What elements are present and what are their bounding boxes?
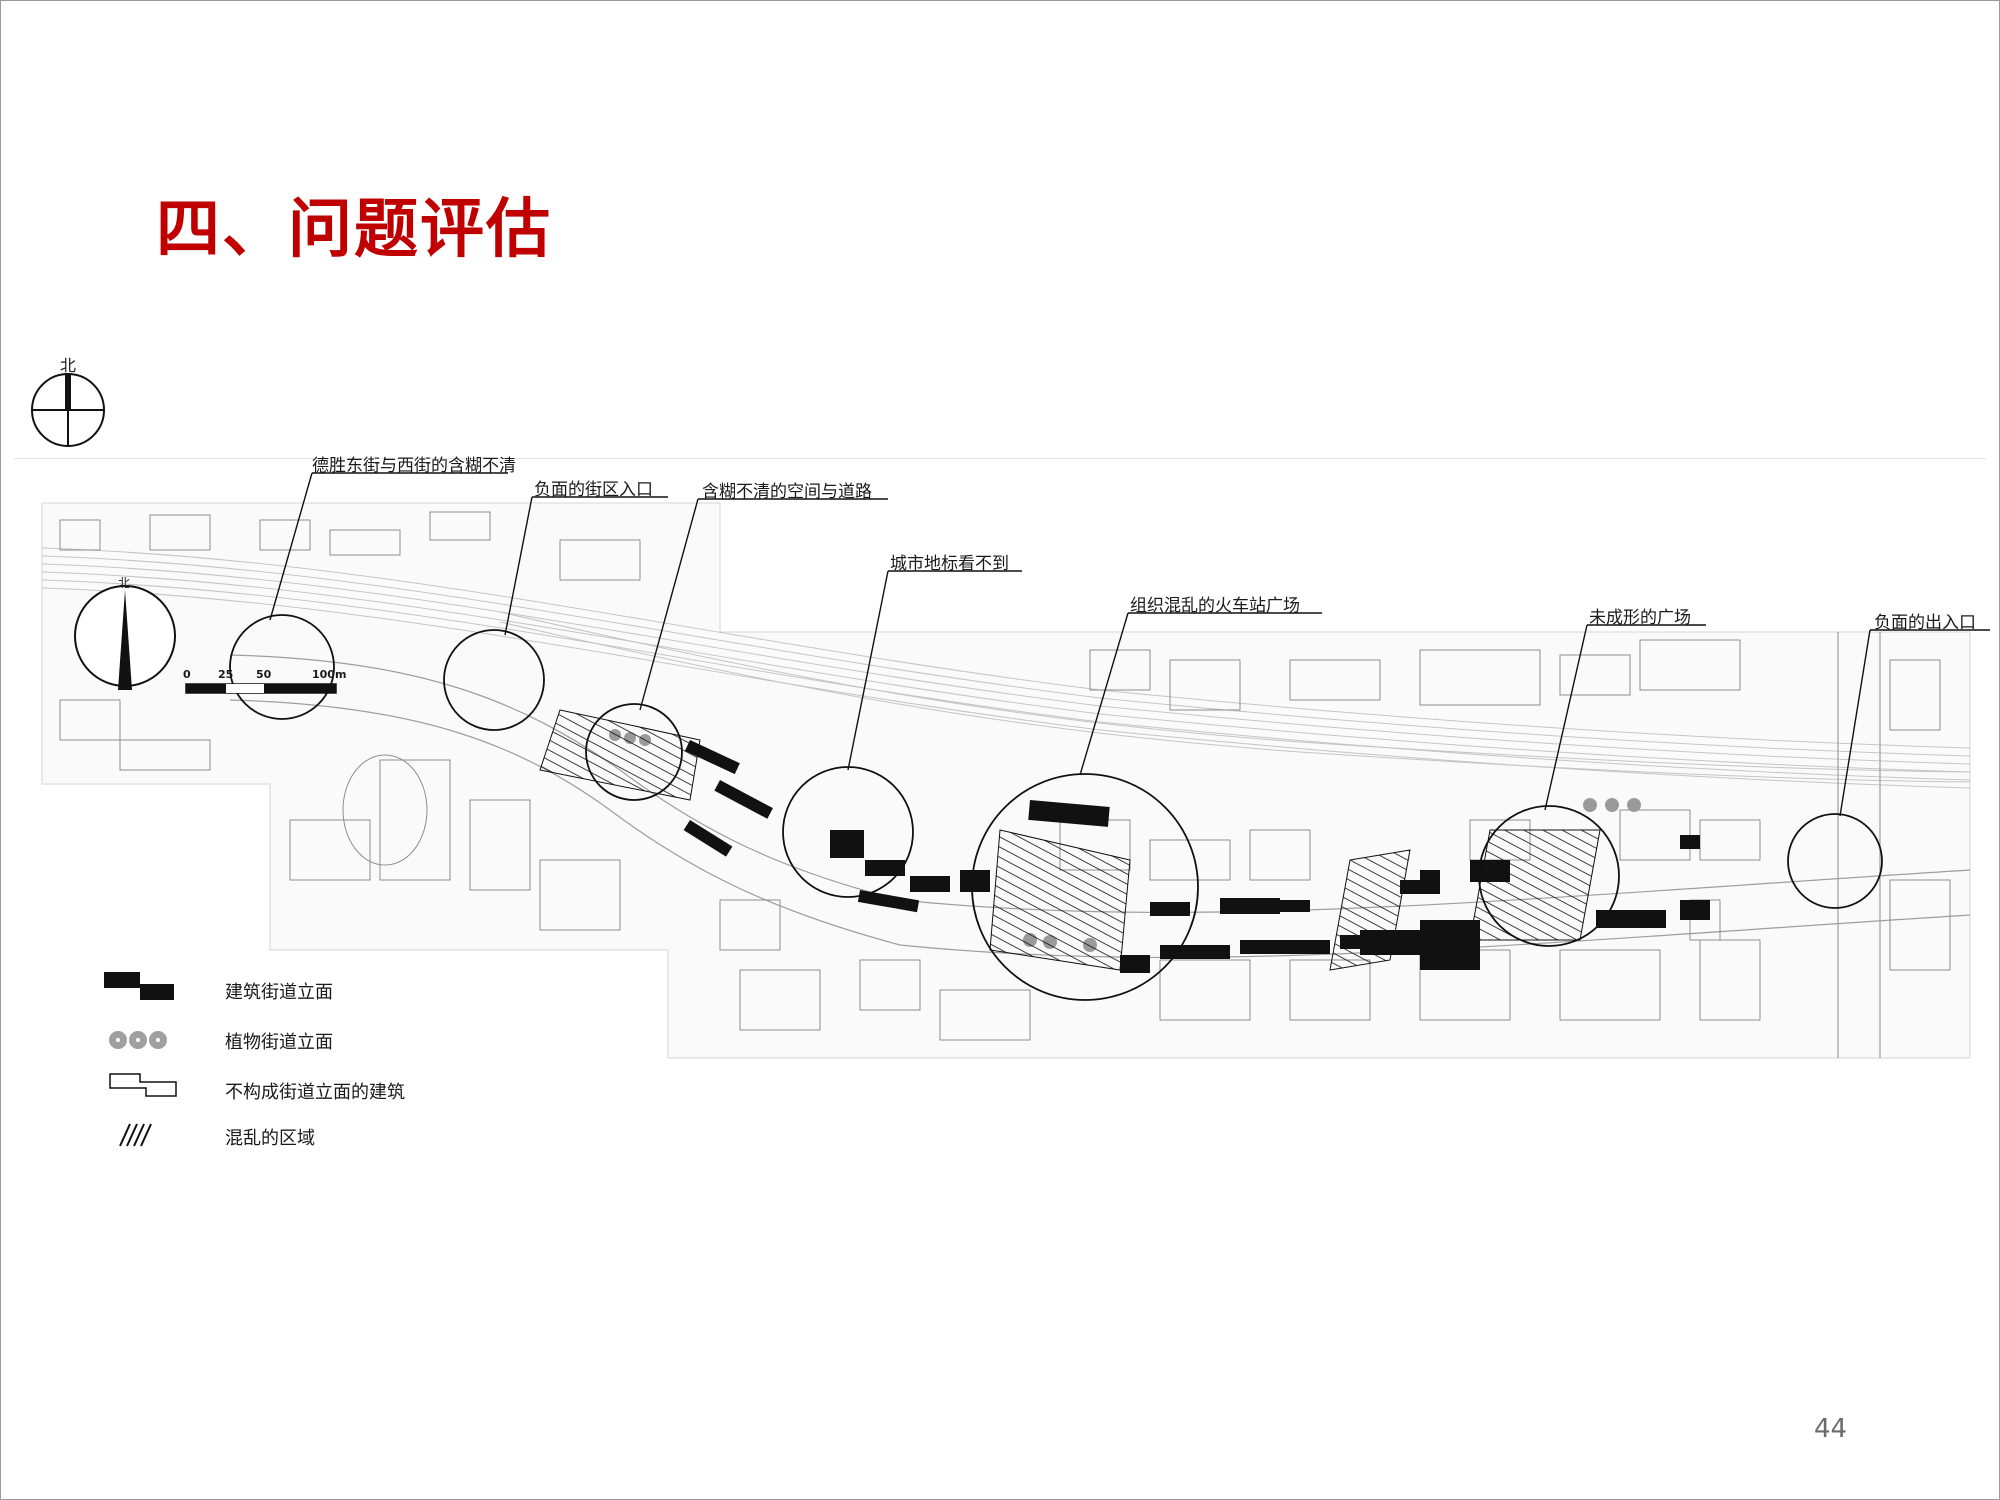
annotation-desheng-street: 德胜东街与西街的含糊不清	[312, 456, 516, 476]
legend-outline-blocks-icon	[109, 1073, 177, 1097]
inner-compass-icon	[74, 585, 176, 690]
legend-label-non-facade-building: 不构成街道立面的建筑	[225, 1082, 405, 1103]
annotation-landmark-not-visible: 城市地标看不到	[890, 554, 1009, 574]
base-map	[41, 472, 1990, 1059]
slide-title: 四、问题评估	[156, 193, 552, 267]
legend-label-plant-facade: 植物街道立面	[225, 1032, 333, 1053]
scale-tick-100m: 100m	[312, 668, 347, 681]
page-number: 44	[1814, 1414, 1848, 1444]
legend-label-chaotic-area: 混乱的区域	[225, 1128, 315, 1149]
annotation-unformed-plaza: 未成形的广场	[1589, 608, 1691, 628]
legend-solid-blocks-icon	[104, 972, 174, 1000]
scale-bar-graphic	[185, 683, 337, 694]
legend-symbols	[104, 972, 177, 1147]
north-label: 北	[60, 356, 77, 375]
outline-buildings	[59, 511, 1951, 1041]
chaotic-areas	[539, 709, 1601, 971]
leader-lines	[269, 472, 1990, 817]
annotation-negative-block-entrance: 负面的街区入口	[534, 480, 653, 500]
annotation-negative-exit: 负面的出入口	[1874, 613, 1976, 633]
scale-tick-25: 25	[218, 668, 234, 681]
legend-hatch-icon	[119, 1123, 152, 1147]
facade-buildings	[683, 740, 1710, 973]
scale-tick-0: 0	[183, 668, 191, 681]
divider	[14, 458, 1986, 459]
annotation-ambiguous-space: 含糊不清的空间与道路	[702, 482, 872, 502]
scale-tick-50: 50	[256, 668, 272, 681]
railway-tracks	[41, 547, 1971, 789]
annotation-station-plaza: 组织混乱的火车站广场	[1130, 596, 1300, 616]
legend-tree-circles-icon	[109, 1031, 167, 1049]
compass-rose-icon	[31, 373, 105, 447]
inner-north-label: 北	[118, 576, 131, 590]
problem-circles	[229, 614, 1883, 1001]
legend-label-building-facade: 建筑街道立面	[225, 982, 333, 1003]
